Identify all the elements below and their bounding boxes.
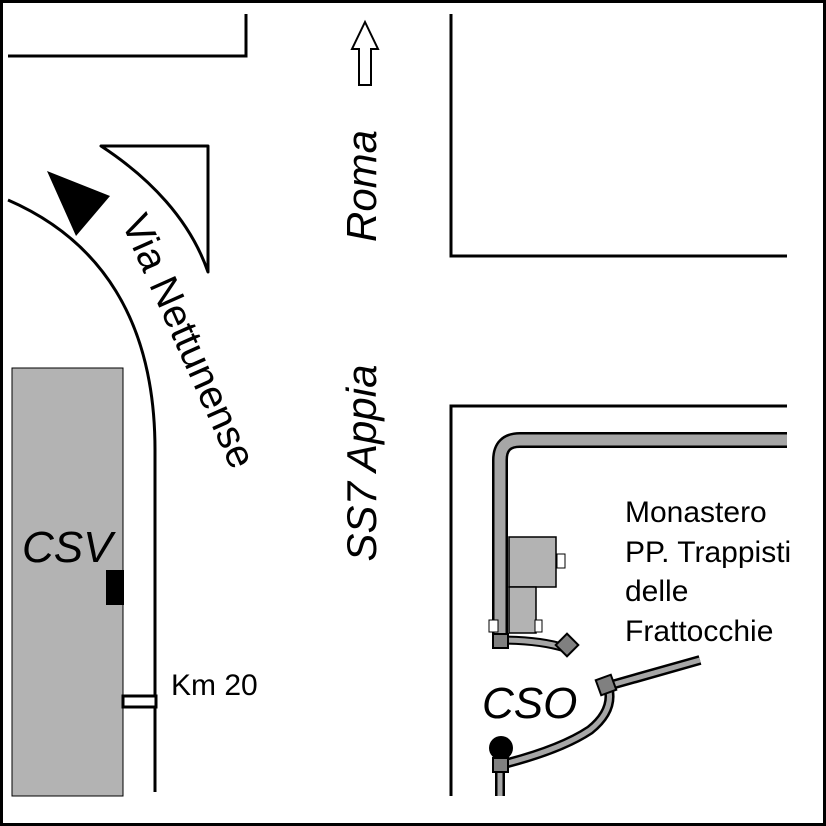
monastery-gate-left	[488, 619, 499, 633]
cso-road-marker	[594, 673, 618, 697]
csv-label: CSV	[22, 523, 116, 572]
monastery-driveway	[494, 434, 787, 640]
appia-label: SS7 Appia	[338, 365, 385, 562]
block-top-right-edge	[449, 14, 787, 258]
cso-location-marker	[489, 736, 513, 760]
csv-block	[11, 367, 124, 797]
driveway-end-marker	[554, 632, 580, 658]
roma-label: Roma	[338, 130, 385, 242]
km-label: Km 20	[171, 669, 258, 702]
monastery-building-main	[508, 536, 557, 588]
monastery-building-annex	[508, 586, 537, 634]
monastery-door	[556, 553, 566, 569]
up-arrow-icon	[350, 19, 380, 86]
monastero-label-line2: PP. Trappisti	[625, 536, 791, 569]
monastero-label-line3: delle	[625, 575, 688, 608]
triangle-arrow-icon	[47, 171, 110, 236]
monastero-label-line1: Monastero	[625, 496, 767, 529]
km-marker	[121, 694, 158, 709]
traffic-island	[99, 144, 210, 274]
block-top-left-edge	[8, 14, 248, 58]
via-nettunense-label: Via Nettunense	[113, 208, 264, 475]
driveway-corner-marker	[492, 633, 509, 649]
cso-label: CSO	[482, 679, 577, 728]
csv-entrance-marker	[106, 570, 124, 605]
block-bottom-right-edge	[449, 404, 787, 796]
monastero-label-line4: Frattocchie	[625, 615, 773, 648]
cso-road-corner-marker	[492, 757, 509, 773]
monastery-gate-right	[534, 619, 543, 633]
via-nettunense-road-edge	[7, 198, 157, 792]
cso-road	[497, 657, 701, 796]
